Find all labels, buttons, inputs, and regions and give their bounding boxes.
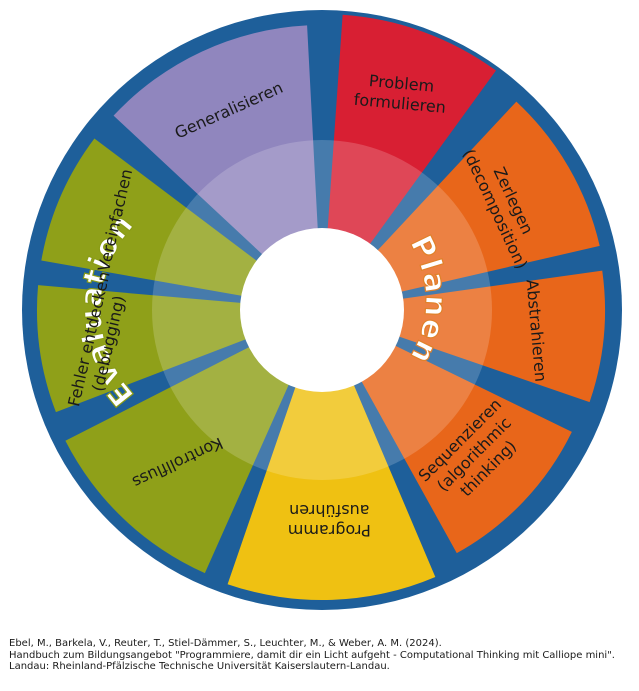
segment-ausfuehren xyxy=(227,337,436,600)
segment-sequenzieren xyxy=(335,322,572,554)
segment-generalisieren xyxy=(113,25,321,290)
citation-line-2: Handbuch zum Bildungsangebot "Programmie… xyxy=(9,649,615,661)
segment-label-line: Programm xyxy=(288,521,371,540)
center-hub xyxy=(240,228,404,392)
segment-label-line: ausführen xyxy=(289,501,369,520)
segment-zerlegen xyxy=(341,101,600,304)
segment-label-ausfuehren: Programmausführen xyxy=(288,501,371,540)
segment-fehler xyxy=(36,285,298,413)
computational-thinking-wheel: Planen Evaluation ProblemformulierenZerl… xyxy=(22,10,622,610)
segment-kontrollfluss xyxy=(65,322,311,574)
segment-vereinfachen xyxy=(41,138,302,306)
citation: Ebel, M., Barkela, V., Reuter, T., Stiel… xyxy=(9,638,634,673)
citation-line-3: Landau: Rheinland-Pfälzische Technische … xyxy=(9,661,390,672)
segment-problem xyxy=(324,14,496,286)
segment-abstrahieren xyxy=(346,270,605,403)
citation-line-1: Ebel, M., Barkela, V., Reuter, T., Stiel… xyxy=(9,638,442,649)
